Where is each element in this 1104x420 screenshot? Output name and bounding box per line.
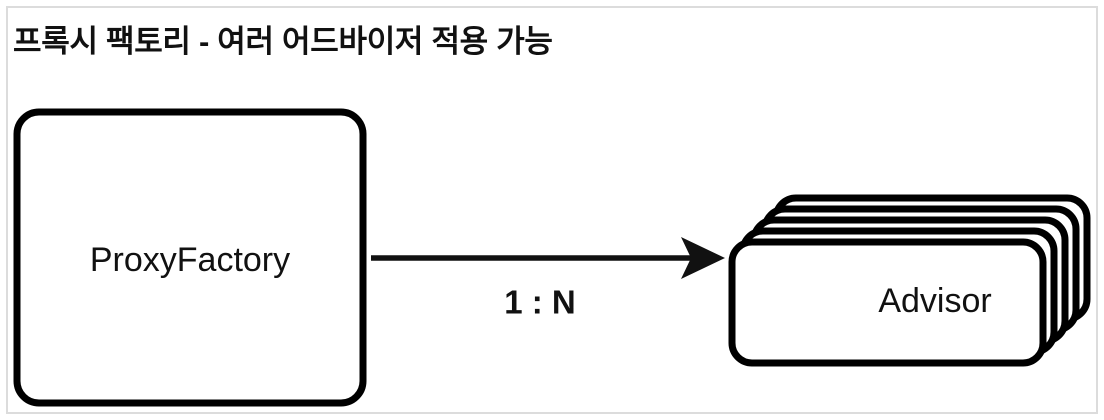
diagram-title: 프록시 팩토리 - 여러 어드바이저 적용 가능 [13, 24, 553, 59]
proxy-factory-label: ProxyFactory [90, 241, 290, 279]
proxy-factory-box [13, 108, 367, 407]
arrow-head-icon [681, 237, 725, 279]
node-advisor-stack[interactable]: Advisor [728, 194, 1091, 367]
node-proxy-factory[interactable]: ProxyFactory [13, 108, 367, 407]
edge-proxyfactory-to-advisor: 1 : N [371, 237, 725, 321]
advisor-card-front [728, 238, 1047, 367]
edge-multiplicity-label: 1 : N [504, 284, 576, 321]
advisor-label: Advisor [878, 282, 991, 320]
